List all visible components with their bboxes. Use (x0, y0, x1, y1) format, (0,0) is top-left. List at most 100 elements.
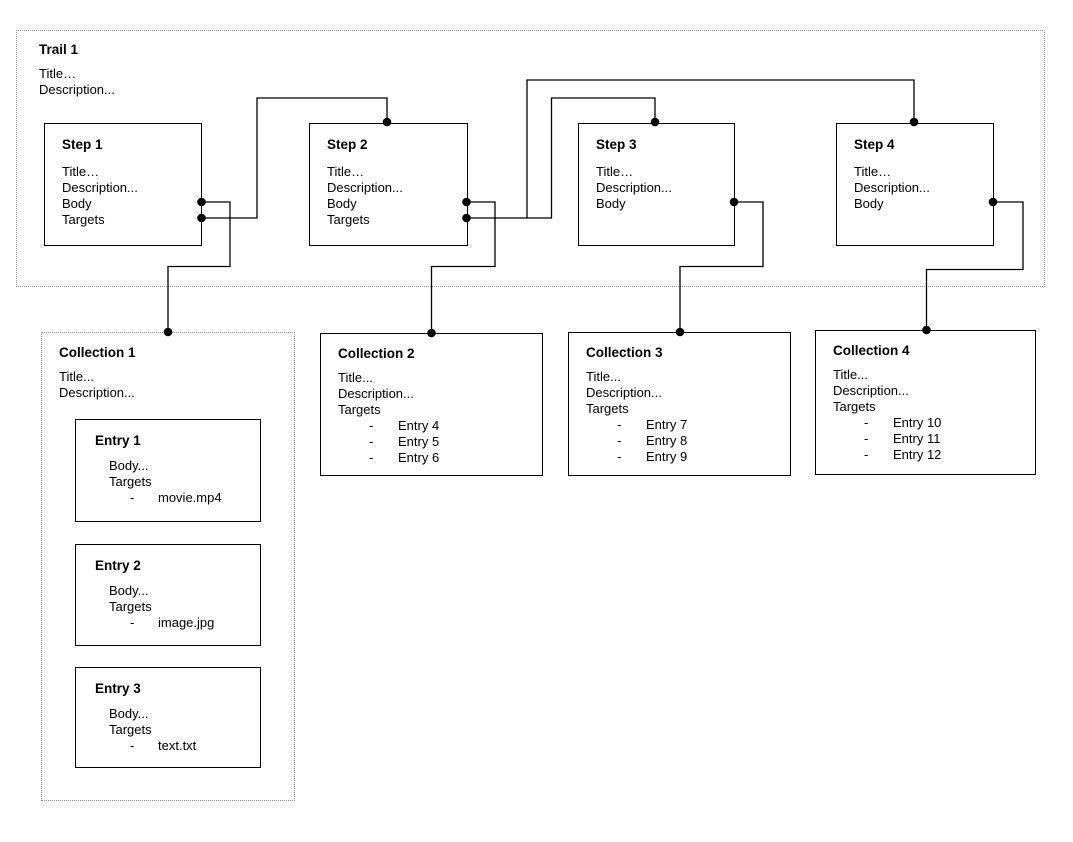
dash-bullet: - (369, 450, 374, 465)
dash-bullet: - (130, 738, 135, 753)
entry-2-target: image.jpg (158, 615, 215, 630)
collection-3-target-item: - Entry 9 (586, 449, 687, 465)
collection-1-heading: Collection 1 (59, 345, 136, 360)
collection-1-title: Title... (59, 369, 94, 384)
target-label: Entry 6 (398, 450, 440, 465)
step-1-title: Title… (62, 164, 100, 179)
trail-heading: Trail 1 (39, 42, 79, 57)
entry-1-target: movie.mp4 (158, 490, 222, 505)
entry-box-3: Entry 3 Body... Targets - text.txt (75, 667, 261, 768)
step-4-body: Body (854, 196, 884, 211)
target-label: Entry 7 (646, 417, 688, 432)
collection-3-title: Title... (586, 369, 621, 384)
collection-4-target-item: - Entry 10 (833, 415, 941, 431)
entry-3-body: Body... (109, 706, 149, 721)
target-label: Entry 4 (398, 418, 440, 433)
step-2-title: Title… (327, 164, 365, 179)
dash-bullet: - (864, 447, 869, 462)
dash-bullet: - (617, 433, 622, 448)
collection-4-description: Description... (833, 383, 909, 398)
step-4-title: Title… (854, 164, 892, 179)
step-4-heading: Step 4 (854, 137, 895, 152)
step-box-3: Step 3 Title… Description... Body (578, 123, 735, 246)
entry-2-targets-label: Targets (109, 599, 152, 614)
trail-description: Description... (39, 82, 115, 97)
step-3-body: Body (596, 196, 626, 211)
collection-3-fields: Title... Description... Targets - Entry 7… (586, 369, 687, 465)
collection-1-description: Description... (59, 385, 135, 400)
collection-box-3: Collection 3 Title... Description... Tar… (568, 332, 791, 476)
collection-box-2: Collection 2 Title... Description... Tar… (320, 333, 543, 476)
target-label: Entry 12 (893, 447, 942, 462)
step-1-targets: Targets (62, 212, 105, 227)
collection-2-target-item: - Entry 5 (338, 434, 439, 450)
step-2-targets: Targets (327, 212, 370, 227)
collection-4-targets-label: Targets (833, 399, 876, 414)
step-4-fields: Title… Description... Body (854, 164, 930, 212)
entry-1-target-item: - movie.mp4 (109, 490, 222, 506)
trail-title: Title… (39, 66, 77, 81)
collection-4-fields: Title... Description... Targets -Entry 1… (833, 367, 941, 463)
collection-2-title: Title... (338, 370, 373, 385)
step-box-2: Step 2 Title… Description... Body Target… (309, 123, 468, 246)
entry-3-fields: Body... Targets - text.txt (109, 706, 196, 754)
collection-3-target-item: - Entry 8 (586, 433, 687, 449)
step-1-heading: Step 1 (62, 137, 103, 152)
collection-3-description: Description... (586, 385, 662, 400)
step-3-heading: Step 3 (596, 137, 637, 152)
dash-bullet: - (864, 431, 869, 446)
collection-4-target-item: - Entry 11 (833, 431, 941, 447)
dash-bullet: - (130, 615, 135, 630)
collection-3-targets-label: Targets (586, 401, 629, 416)
step-2-body: Body (327, 196, 357, 211)
target-label: Entry 10 (893, 415, 942, 430)
collection-box-1: Collection 1 Title... Description... Ent… (41, 332, 295, 801)
target-label: Entry 9 (646, 449, 688, 464)
dash-bullet: - (864, 415, 869, 430)
entry-1-fields: Body... Targets - movie.mp4 (109, 458, 222, 506)
step-2-description: Description... (327, 180, 403, 195)
collection-2-targets-label: Targets (338, 402, 381, 417)
step-1-description: Description... (62, 180, 138, 195)
dash-bullet: - (617, 449, 622, 464)
entry-1-targets-label: Targets (109, 474, 152, 489)
collection-2-heading: Collection 2 (338, 346, 415, 361)
dash-bullet: - (617, 417, 622, 432)
dash-bullet: - (130, 490, 135, 505)
collection-box-4: Collection 4 Title... Description... Tar… (815, 330, 1036, 475)
entry-3-heading: Entry 3 (95, 681, 141, 696)
step-3-description: Description... (596, 180, 672, 195)
collection-2-target-item: - Entry 6 (338, 450, 439, 466)
step-3-fields: Title… Description... Body (596, 164, 672, 212)
collection-3-heading: Collection 3 (586, 345, 663, 360)
collection-2-target-item: - Entry 4 (338, 418, 439, 434)
step-4-description: Description... (854, 180, 930, 195)
entry-2-fields: Body... Targets -image.jpg (109, 583, 214, 631)
dash-bullet: - (369, 434, 374, 449)
trail-box: Trail 1 Title… Description... Step 1 Tit… (16, 30, 1045, 287)
collection-4-target-item: - Entry 12 (833, 447, 941, 463)
entry-box-1: Entry 1 Body... Targets - movie.mp4 (75, 419, 261, 522)
collection-3-target-item: - Entry 7 (586, 417, 687, 433)
entry-3-targets-label: Targets (109, 722, 152, 737)
entry-1-heading: Entry 1 (95, 433, 141, 448)
collection-2-fields: Title... Description... Targets - Entry 4… (338, 370, 439, 466)
entry-3-target-item: - text.txt (109, 738, 196, 754)
collection-4-heading: Collection 4 (833, 343, 910, 358)
collection-2-description: Description... (338, 386, 414, 401)
collection-1-meta: Title... Description... (59, 369, 135, 401)
entry-2-target-item: - image.jpg (109, 615, 214, 631)
step-3-title: Title… (596, 164, 634, 179)
dash-bullet: - (369, 418, 374, 433)
entry-1-body: Body... (109, 458, 149, 473)
step-1-body: Body (62, 196, 92, 211)
step-box-4: Step 4 Title… Description... Body (836, 123, 994, 246)
target-label: Entry 8 (646, 433, 688, 448)
trail-meta: Title… Description... (39, 66, 115, 98)
entry-3-target: text.txt (158, 738, 197, 753)
target-label: Entry 5 (398, 434, 440, 449)
target-label: Entry 11 (893, 431, 941, 446)
step-box-1: Step 1 Title… Description... Body Target… (44, 123, 202, 246)
entry-box-2: Entry 2 Body... Targets -image.jpg (75, 544, 261, 646)
